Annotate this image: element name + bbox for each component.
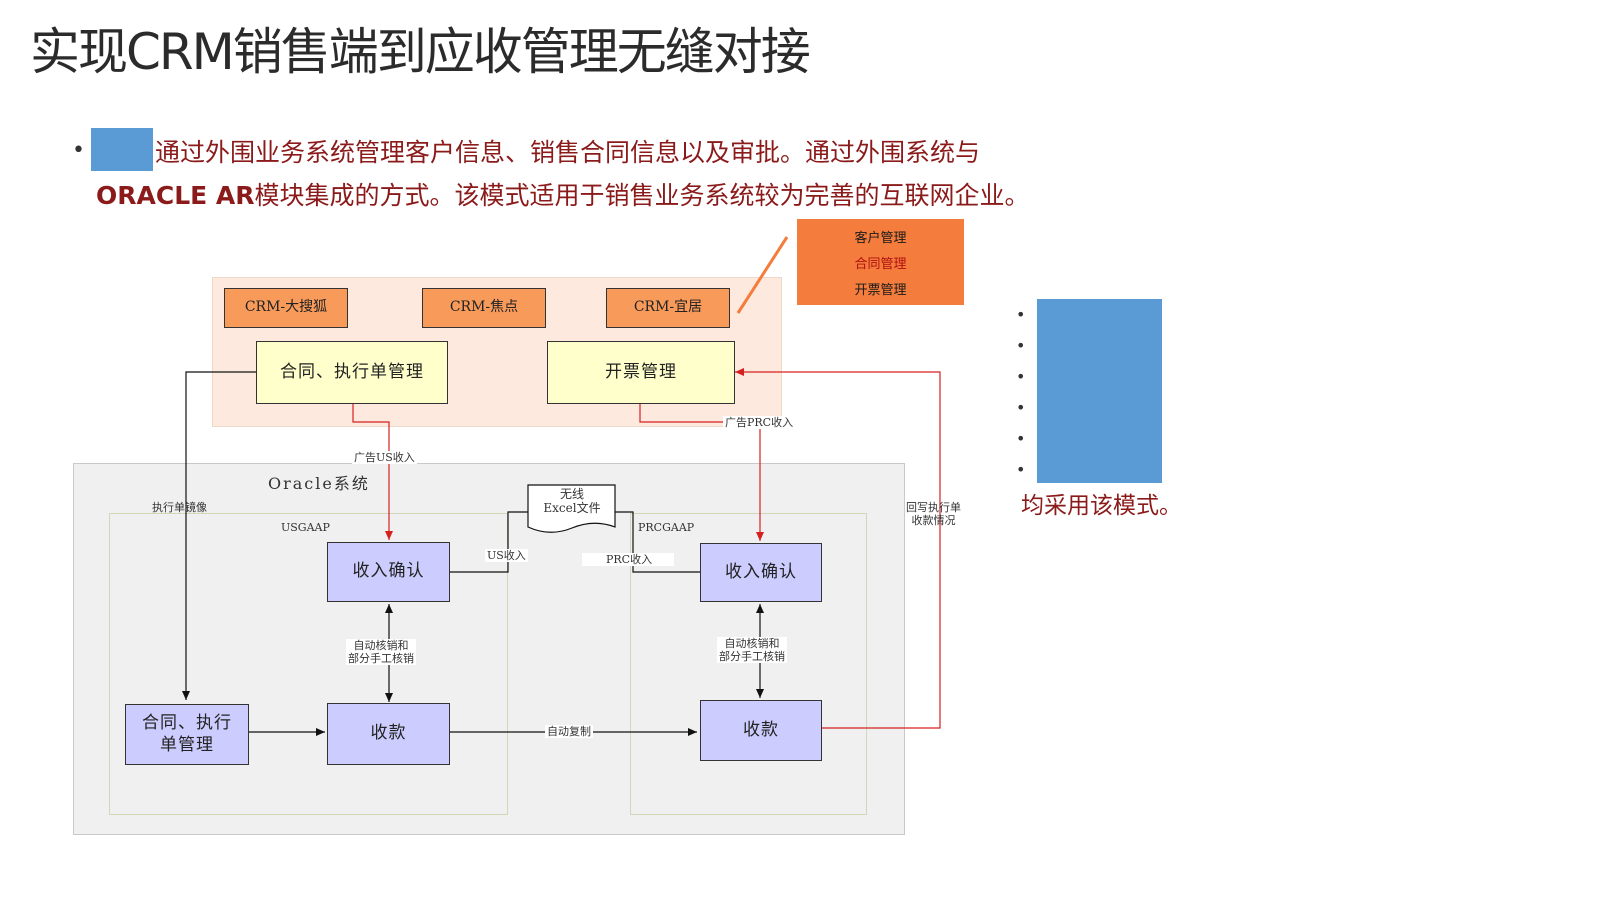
label-auto-prc: 自动核销和 部分手工核销 (717, 637, 787, 664)
rev-confirm-prc-box: 收入确认 (700, 543, 822, 602)
edge-exec-image (182, 371, 256, 700)
right-bullet-list: • • • • • • (1016, 305, 1025, 491)
page-title: 实现CRM销售端到应收管理无缝对接 (30, 23, 811, 81)
intro-bullet: • (72, 138, 85, 163)
panel-item-customer: 客户管理 (854, 230, 907, 246)
intro-line-1: 通过外围业务系统管理客户信息、销售合同信息以及审批。通过外围系统与 (155, 138, 981, 167)
label-us: US收入 (485, 549, 528, 563)
label-prc: PRC收入 (582, 553, 675, 567)
crm-yiju-box: CRM-宜居 (606, 288, 730, 328)
redacted-block (91, 128, 153, 171)
panel-item-invoice: 开票管理 (854, 282, 907, 298)
prcgaap-label: PRCGAAP (638, 521, 695, 534)
label-us-income: 广告US收入 (352, 451, 417, 465)
oracle-system-label: Oracle系统 (268, 474, 370, 493)
crm-focus-box: CRM-焦点 (422, 288, 546, 328)
excel-doc-shape (527, 484, 616, 533)
edge-writeback (735, 368, 941, 729)
edge-excel-to-prc (615, 511, 700, 573)
right-note-text: 均采用该模式。 (1021, 493, 1182, 519)
label-auto-us: 自动核销和 部分手工核销 (346, 639, 416, 666)
slash-line (736, 236, 789, 314)
edge-prc-income (639, 404, 764, 541)
right-bullet: • (1016, 336, 1026, 355)
oracle-ar-label: ORACLE AR (96, 181, 255, 210)
right-bullet: • (1016, 429, 1026, 448)
orange-module-panel: 客户管理 合同管理 开票管理 (797, 219, 964, 305)
contract-exec-mgmt-box: 合同、执行单管理 (256, 341, 448, 404)
label-prc-income: 广告PRC收入 (723, 416, 796, 430)
right-bullet: • (1016, 305, 1026, 324)
crm-sohu-box: CRM-大搜狐 (224, 288, 348, 328)
redacted-block-right (1037, 299, 1162, 483)
receipt-prc-box: 收款 (700, 700, 822, 761)
usgaap-region (109, 513, 508, 815)
edge-us-to-excel (450, 511, 528, 573)
label-auto-copy: 自动复制 (545, 725, 593, 739)
right-bullet: • (1016, 460, 1026, 479)
intro-line-2: ORACLE AR模块集成的方式。该模式适用于销售业务系统较为完善的互联网企业。 (96, 176, 1030, 212)
right-bullet: • (1016, 398, 1026, 417)
rev-confirm-us-box: 收入确认 (327, 542, 450, 602)
usgaap-label: USGAAP (281, 521, 330, 534)
invoice-mgmt-box: 开票管理 (547, 341, 735, 404)
prcgaap-region (630, 513, 867, 815)
receipt-us-box: 收款 (327, 703, 450, 765)
panel-item-contract: 合同管理 (854, 256, 907, 272)
label-writeback: 回写执行单 收款情况 (906, 501, 961, 528)
right-bullet: • (1016, 367, 1026, 386)
edge-us-income (352, 404, 393, 540)
contract-exec-box: 合同、执行单管理 (125, 704, 249, 765)
wireless-excel-label: 无线 Excel文件 (543, 487, 601, 516)
intro-line-2-rest: 模块集成的方式。该模式适用于销售业务系统较为完善的互联网企业。 (254, 181, 1030, 210)
label-exec-image: 执行单镜像 (152, 501, 207, 514)
